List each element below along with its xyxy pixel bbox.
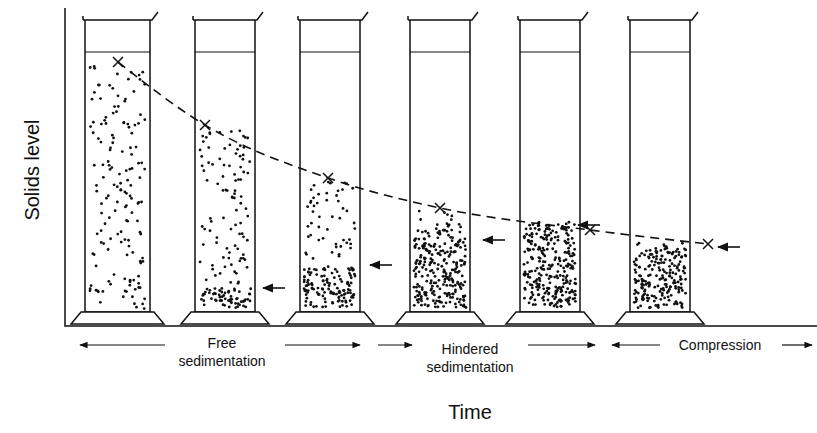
phase-arrow	[612, 344, 660, 345]
graduated-cylinder	[71, 12, 164, 324]
interface-arrow	[483, 239, 505, 241]
cross-mark	[113, 57, 123, 67]
phase-arrow	[285, 344, 360, 345]
phase-label: Free sedimentation	[167, 334, 277, 370]
graduated-cylinder	[506, 12, 594, 324]
axes	[65, 8, 817, 326]
graduated-cylinder	[181, 12, 269, 324]
graduated-cylinder	[616, 12, 704, 324]
phase-arrow	[80, 344, 165, 345]
phase-label: Hindered sedimentation	[418, 340, 523, 376]
phase-arrow	[782, 344, 812, 345]
phase-label: Compression	[660, 336, 780, 354]
interface-arrow	[263, 287, 285, 289]
interface-arrow	[718, 246, 740, 248]
cross-mark	[200, 120, 210, 130]
cross-mark	[585, 225, 595, 235]
cross-mark	[703, 239, 713, 249]
graduated-cylinder	[396, 12, 484, 324]
interface-arrow	[370, 264, 392, 266]
axis-title: Time	[410, 399, 530, 425]
axis-title: Solids level	[19, 90, 45, 250]
phase-arrow	[528, 344, 595, 345]
cross-mark	[323, 173, 333, 183]
interface-arrow	[578, 224, 600, 226]
settling-curve	[118, 62, 708, 244]
cross-mark	[435, 203, 445, 213]
phase-arrow	[378, 344, 412, 345]
